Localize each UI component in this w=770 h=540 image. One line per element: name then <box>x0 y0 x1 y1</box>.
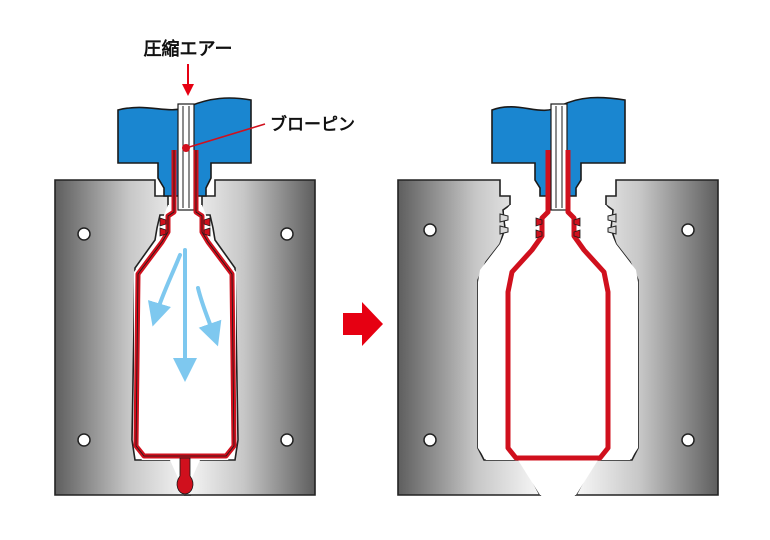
right-blow-pin <box>550 103 568 211</box>
mold-hole <box>423 433 437 447</box>
mold-hole <box>681 433 695 447</box>
compressed-air-label: 圧縮エアー <box>144 38 233 60</box>
red-right-arrow-icon <box>343 302 383 346</box>
mold-hole <box>280 433 294 447</box>
mold-hole <box>77 433 91 447</box>
right-assembly <box>397 96 719 496</box>
left-blow-pin <box>177 103 195 211</box>
blow-pin-callout: ブローピン <box>182 114 355 152</box>
left-assembly: 圧縮エアー ブローピン <box>54 38 355 496</box>
left-parison-inner <box>135 150 235 457</box>
left-parison-tail <box>176 457 194 495</box>
mold-hole <box>280 227 294 241</box>
right-mold-cavity <box>478 205 638 460</box>
mold-hole <box>423 223 437 237</box>
right-bottle-threads <box>535 217 581 239</box>
air-flow-arrow-right <box>196 286 222 347</box>
blow-pin-label: ブローピン <box>270 114 355 135</box>
right-mold-pinch-notch <box>518 460 598 495</box>
air-flow-arrow-left <box>147 253 182 327</box>
left-neck-threads <box>159 217 211 237</box>
mold-hole <box>77 227 91 241</box>
mold-hole <box>681 223 695 237</box>
right-mold-threads <box>499 213 617 235</box>
air-inlet-arrow <box>182 64 194 96</box>
air-flow-arrows <box>147 248 222 382</box>
